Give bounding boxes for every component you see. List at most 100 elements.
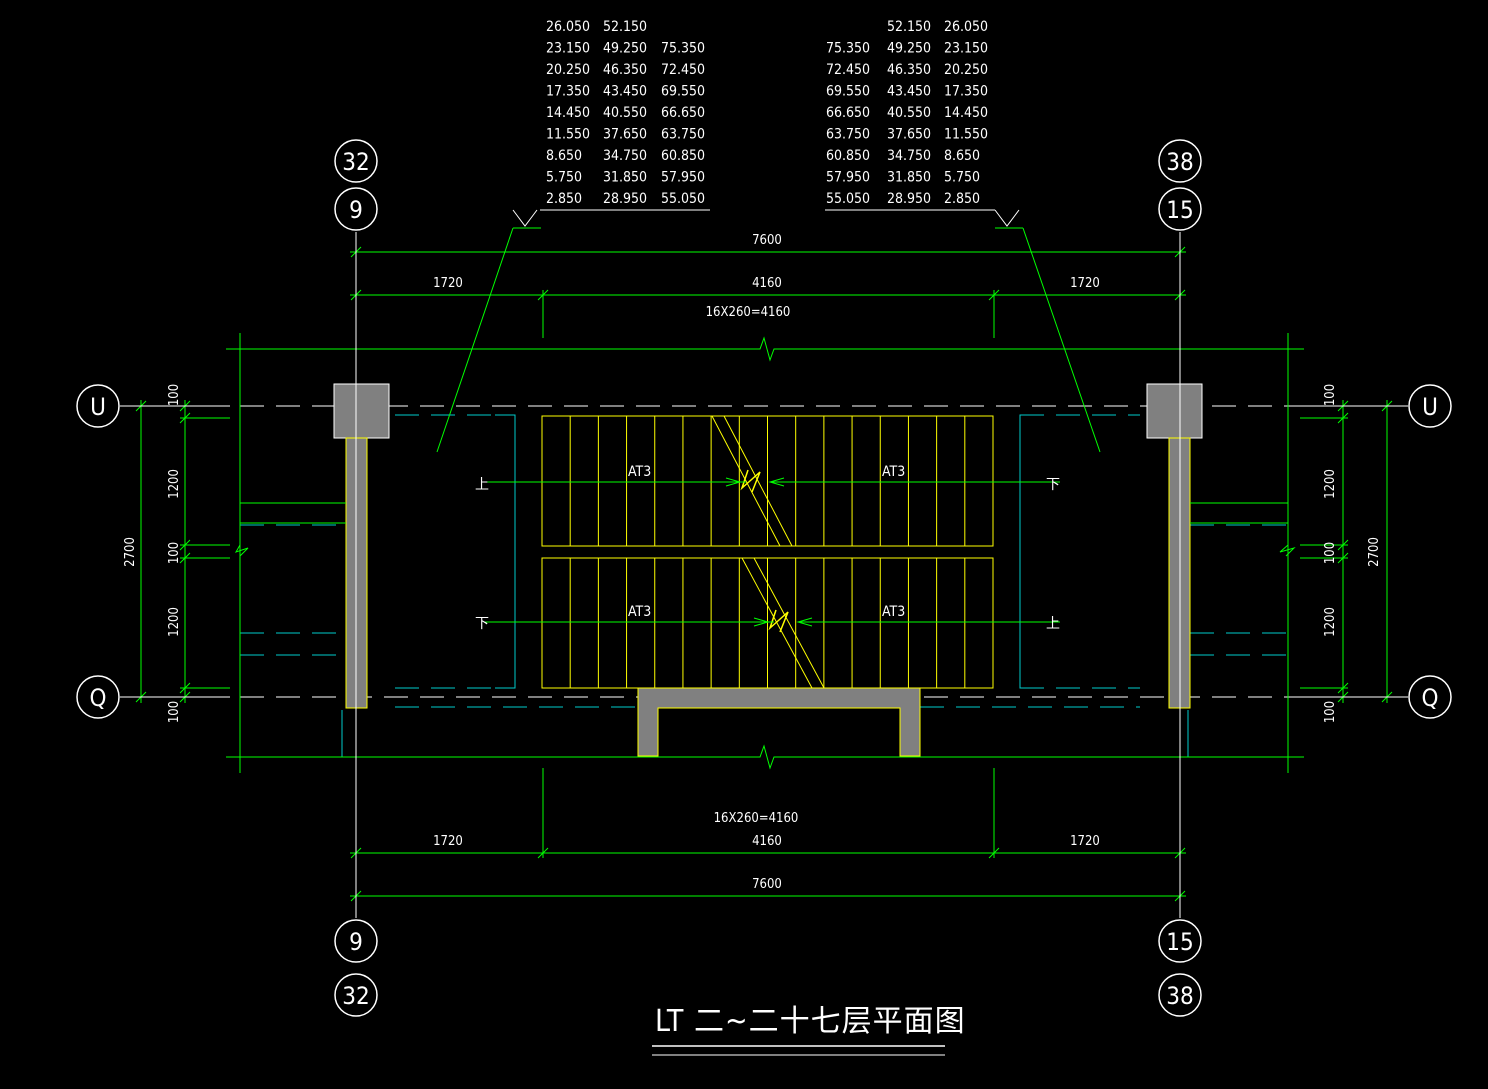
axis-15-bottom: 15 <box>1166 928 1193 956</box>
elevation-value: 75.350 <box>661 41 705 57</box>
walk-arrow <box>768 477 785 487</box>
elevation-value: 17.350 <box>546 84 590 100</box>
landing-wall <box>637 687 921 757</box>
dim-left-d3: 100 <box>167 542 182 564</box>
dim-left-d4: 1200 <box>167 607 182 637</box>
break-line <box>723 415 793 547</box>
hidden-lines <box>240 405 1300 708</box>
axis-38-top: 38 <box>1166 148 1193 176</box>
elevation-value: 5.750 <box>546 170 582 186</box>
dim-left-total: 2700 <box>123 537 138 567</box>
elevation-value: 23.150 <box>944 41 988 57</box>
elevation-value: 2.850 <box>944 191 980 207</box>
elevation-value: 11.550 <box>546 127 590 143</box>
axis-38-bottom: 38 <box>1166 982 1193 1010</box>
elevation-value: 20.250 <box>944 62 988 78</box>
dim-bot-right: 1720 <box>1070 834 1100 849</box>
dimension-lines <box>135 227 1393 902</box>
flight-label-lower-left: AT3 <box>628 604 651 620</box>
elevation-value: 55.050 <box>826 191 870 207</box>
leader-line <box>1022 227 1101 453</box>
axis-q-left: Q <box>90 684 107 712</box>
direction-down-upper: 下 <box>1046 477 1060 493</box>
elevation-value: 75.350 <box>826 41 870 57</box>
elevation-markers <box>512 209 1020 227</box>
elevation-value: 26.050 <box>546 19 590 35</box>
break-mark-right <box>1279 544 1296 557</box>
elevation-value: 69.550 <box>661 84 705 100</box>
elevation-value: 34.750 <box>887 148 931 164</box>
elevation-value: 63.750 <box>826 127 870 143</box>
break-line <box>753 557 825 689</box>
cyan-outline <box>341 414 1189 757</box>
elevation-value: 49.250 <box>603 41 647 57</box>
axis-u-left: U <box>90 393 106 421</box>
elevation-value: 17.350 <box>944 84 988 100</box>
dim-right-d3: 100 <box>1323 542 1338 564</box>
axis-9-top: 9 <box>349 196 363 224</box>
axis-9-bottom: 9 <box>349 928 363 956</box>
elevation-value: 14.450 <box>546 105 590 121</box>
axis-q-right: Q <box>1422 684 1439 712</box>
break-line-bottom <box>226 744 1304 770</box>
axis-15-top: 15 <box>1166 196 1193 224</box>
dim-left-d5: 100 <box>167 701 182 723</box>
elevation-value: 26.050 <box>944 19 988 35</box>
dim-left-d1: 100 <box>167 384 182 406</box>
dim-bot-left: 1720 <box>433 834 463 849</box>
elevation-value: 37.650 <box>603 127 647 143</box>
dim-right-d5: 100 <box>1323 701 1338 723</box>
elevation-value: 5.750 <box>944 170 980 186</box>
elevation-value: 20.250 <box>546 62 590 78</box>
elevation-value: 31.850 <box>603 170 647 186</box>
flight-label-upper-left: AT3 <box>628 464 651 480</box>
elevation-value: 34.750 <box>603 148 647 164</box>
elevation-value: 60.850 <box>661 148 705 164</box>
flight-label-upper-right: AT3 <box>882 464 905 480</box>
elevation-value: 37.650 <box>887 127 931 143</box>
dim-bot-steps: 16X260=4160 <box>714 811 799 826</box>
stair-flights <box>541 415 994 689</box>
break-mark <box>740 469 761 493</box>
walk-arrow <box>753 617 770 627</box>
elevation-value: 72.450 <box>661 62 705 78</box>
elevation-value: 57.950 <box>826 170 870 186</box>
direction-down-lower: 下 <box>475 616 489 632</box>
elevation-value: 63.750 <box>661 127 705 143</box>
dim-left-d2: 1200 <box>167 469 182 499</box>
dim-bot-total: 7600 <box>752 877 782 892</box>
axis-labels: 32 9 38 15 9 32 15 38 U Q U Q <box>90 148 1439 1010</box>
axis-32-top: 32 <box>342 148 369 176</box>
direction-up-upper: 上 <box>475 477 489 493</box>
dim-top-mid: 4160 <box>752 276 782 291</box>
elevation-value: 28.950 <box>603 191 647 207</box>
elevation-value: 40.550 <box>603 105 647 121</box>
break-mark-left <box>234 544 249 557</box>
dim-right-total: 2700 <box>1367 537 1382 567</box>
walk-arrow <box>725 477 742 487</box>
elevation-value: 28.950 <box>887 191 931 207</box>
elevation-value: 8.650 <box>944 148 980 164</box>
dim-top-steps: 16X260=4160 <box>706 305 791 320</box>
stair-labels: AT3 AT3 AT3 AT3 上 下 下 上 <box>475 464 1060 632</box>
direction-up-lower: 上 <box>1046 616 1060 632</box>
elevation-value: 40.550 <box>887 105 931 121</box>
elevation-value: 49.250 <box>887 41 931 57</box>
break-mark <box>768 609 789 633</box>
elevation-value: 11.550 <box>944 127 988 143</box>
elevation-value: 72.450 <box>826 62 870 78</box>
walk-arrow <box>796 617 813 627</box>
elevation-value: 52.150 <box>887 19 931 35</box>
elevation-value: 2.850 <box>546 191 582 207</box>
dim-right-d2: 1200 <box>1323 469 1338 499</box>
dim-right-d1: 100 <box>1323 384 1338 406</box>
dim-top-total: 7600 <box>752 233 782 248</box>
elevation-value: 52.150 <box>603 19 647 35</box>
elevation-value: 66.650 <box>661 105 705 121</box>
elevation-value: 55.050 <box>661 191 705 207</box>
break-line-top <box>226 336 1304 362</box>
elevation-value: 46.350 <box>603 62 647 78</box>
axis-u-right: U <box>1422 393 1438 421</box>
dim-top-right: 1720 <box>1070 276 1100 291</box>
